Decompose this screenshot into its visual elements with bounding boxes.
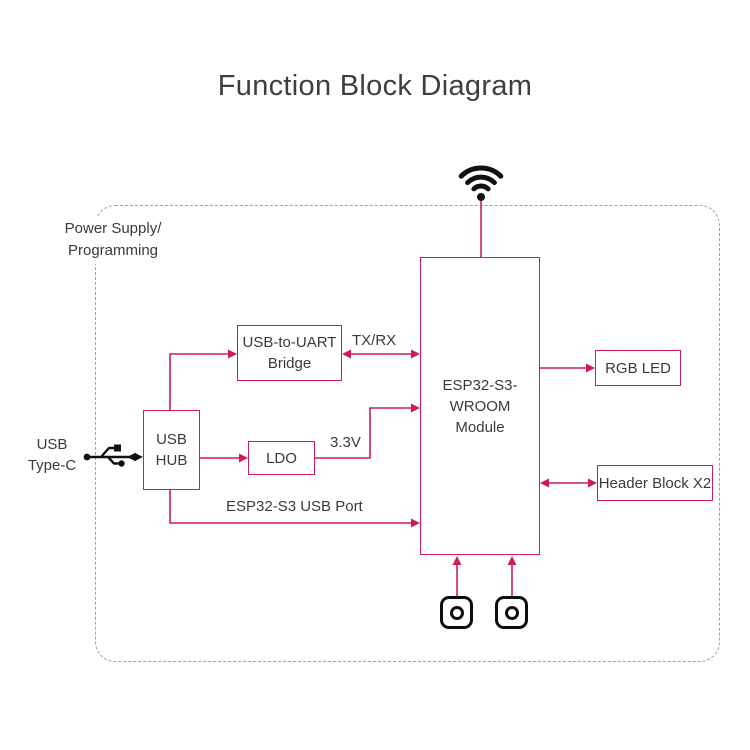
esp32-usb-port-wire-label: ESP32-S3 USB Port [226,498,363,515]
ldo-label: LDO [266,449,297,467]
usb-type-c-label-line2: Type-C [27,457,77,474]
power-supply-region-label: Power Supply/ Programming [48,216,178,264]
usb-uart-bridge-block: USB-to-UART Bridge [237,325,342,381]
power-supply-region-border [95,205,720,662]
usb-hub-label-line2: HUB [155,452,188,469]
region-label-line1: Power Supply/ [64,220,162,237]
usb-uart-bridge-label-line1: USB-to-UART [242,334,337,351]
esp32-module-label-line2: WROOM [449,397,511,415]
wifi-icon [458,165,504,201]
rgb-led-block: RGB LED [595,350,681,386]
usb-type-c-label-line1: USB [36,436,68,453]
usb-hub-label-line1: USB [156,431,187,448]
diagram-title: Function Block Diagram [217,70,533,102]
push-button-icon [440,596,473,629]
usb-type-c-label: USB Type-C [24,434,80,476]
region-label-line2: Programming [67,242,159,259]
esp32-module-block: ESP32-S3- WROOM Module [420,257,540,555]
header-block-x2-label: Header Block X2 [598,474,712,492]
usb-hub-block: USB HUB [143,410,200,490]
esp32-module-label-line3: Module [455,418,505,436]
usb-uart-bridge-label-line2: Bridge [267,355,312,372]
push-button-dot [504,605,519,620]
ldo-block: LDO [248,441,315,475]
esp32-module-label-line1: ESP32-S3- [442,376,518,394]
txrx-wire-label: TX/RX [352,332,397,349]
header-block-x2-block: Header Block X2 [597,465,713,501]
push-button-icon [495,596,528,629]
push-button-dot [449,605,464,620]
3v3-wire-label: 3.3V [330,434,361,451]
rgb-led-label: RGB LED [605,359,671,377]
